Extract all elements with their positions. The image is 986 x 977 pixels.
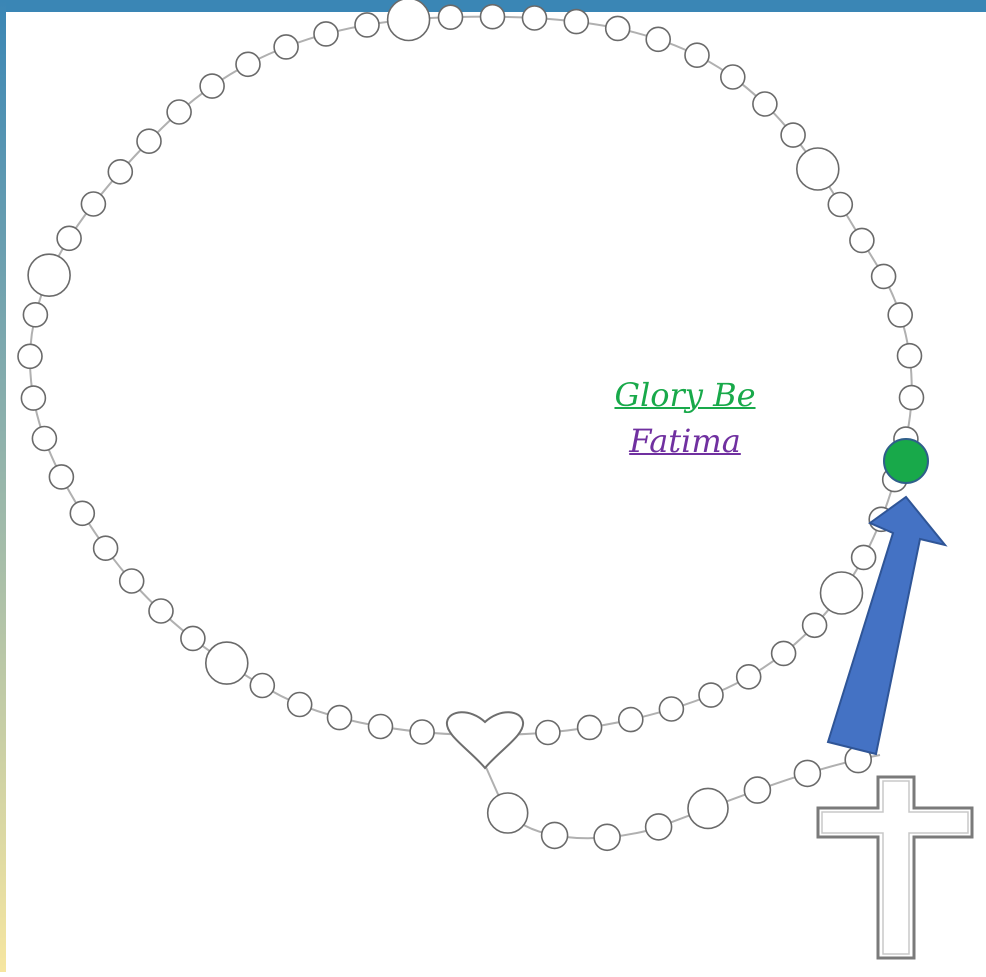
bead-icon xyxy=(646,27,670,51)
bead-icon xyxy=(488,793,528,833)
glory-be-bead xyxy=(884,439,928,483)
bead-icon xyxy=(328,706,352,730)
bead-icon xyxy=(57,226,81,250)
bead-icon xyxy=(94,536,118,560)
bead-icon xyxy=(744,777,770,803)
bead-icon xyxy=(900,386,924,410)
pendant-beads xyxy=(488,747,872,851)
bead-icon xyxy=(236,52,260,76)
bead-icon xyxy=(21,386,45,410)
bead-icon xyxy=(439,5,463,29)
glory-be-label: Glory Be xyxy=(560,372,810,418)
bead-icon xyxy=(481,5,505,29)
bead-icon xyxy=(536,721,560,745)
bead-icon xyxy=(699,683,723,707)
bead-icon xyxy=(32,427,56,451)
bead-icon xyxy=(108,160,132,184)
bead-icon xyxy=(369,715,393,739)
bead-icon xyxy=(888,303,912,327)
up-arrow-icon xyxy=(828,497,945,754)
bead-icon xyxy=(721,65,745,89)
bead-icon xyxy=(803,613,827,637)
bead-icon xyxy=(794,760,820,786)
prayer-labels: Glory Be Fatima xyxy=(560,372,810,464)
bead-icon xyxy=(137,129,161,153)
cross-icon xyxy=(818,777,972,958)
bead-icon xyxy=(288,693,312,717)
bead-icon xyxy=(781,123,805,147)
bead-icon xyxy=(852,545,876,569)
bead-icon xyxy=(688,788,728,828)
bead-icon xyxy=(388,0,430,41)
bead-icon xyxy=(619,708,643,732)
bead-icon xyxy=(120,569,144,593)
bead-icon xyxy=(206,642,248,684)
bead-icon xyxy=(200,74,224,98)
bead-icon xyxy=(772,641,796,665)
left-border xyxy=(0,0,6,972)
bead-icon xyxy=(797,148,839,190)
bead-icon xyxy=(578,715,602,739)
bead-icon xyxy=(274,35,298,59)
bead-icon xyxy=(18,344,42,368)
bead-icon xyxy=(850,228,874,252)
bead-icon xyxy=(410,720,434,744)
bead-icon xyxy=(737,665,761,689)
bead-icon xyxy=(872,264,896,288)
bead-icon xyxy=(70,501,94,525)
bead-icon xyxy=(250,674,274,698)
fatima-label: Fatima xyxy=(560,418,810,464)
bead-icon xyxy=(606,16,630,40)
bead-icon xyxy=(753,92,777,116)
bead-icon xyxy=(81,192,105,216)
bead-icon xyxy=(355,13,379,37)
bead-icon xyxy=(28,254,70,296)
heart-icon xyxy=(447,712,523,768)
bead-icon xyxy=(149,599,173,623)
bead-icon xyxy=(828,193,852,217)
bead-icon xyxy=(659,697,683,721)
bead-icon xyxy=(646,814,672,840)
bead-icon xyxy=(898,344,922,368)
bead-icon xyxy=(564,10,588,34)
bead-icon xyxy=(523,6,547,30)
bead-icon xyxy=(49,465,73,489)
bead-icon xyxy=(542,822,568,848)
bead-icon xyxy=(181,626,205,650)
bead-icon xyxy=(594,824,620,850)
bead-icon xyxy=(23,303,47,327)
bead-icon xyxy=(314,22,338,46)
bead-icon xyxy=(821,572,863,614)
bead-icon xyxy=(167,100,191,124)
bead-icon xyxy=(685,43,709,67)
